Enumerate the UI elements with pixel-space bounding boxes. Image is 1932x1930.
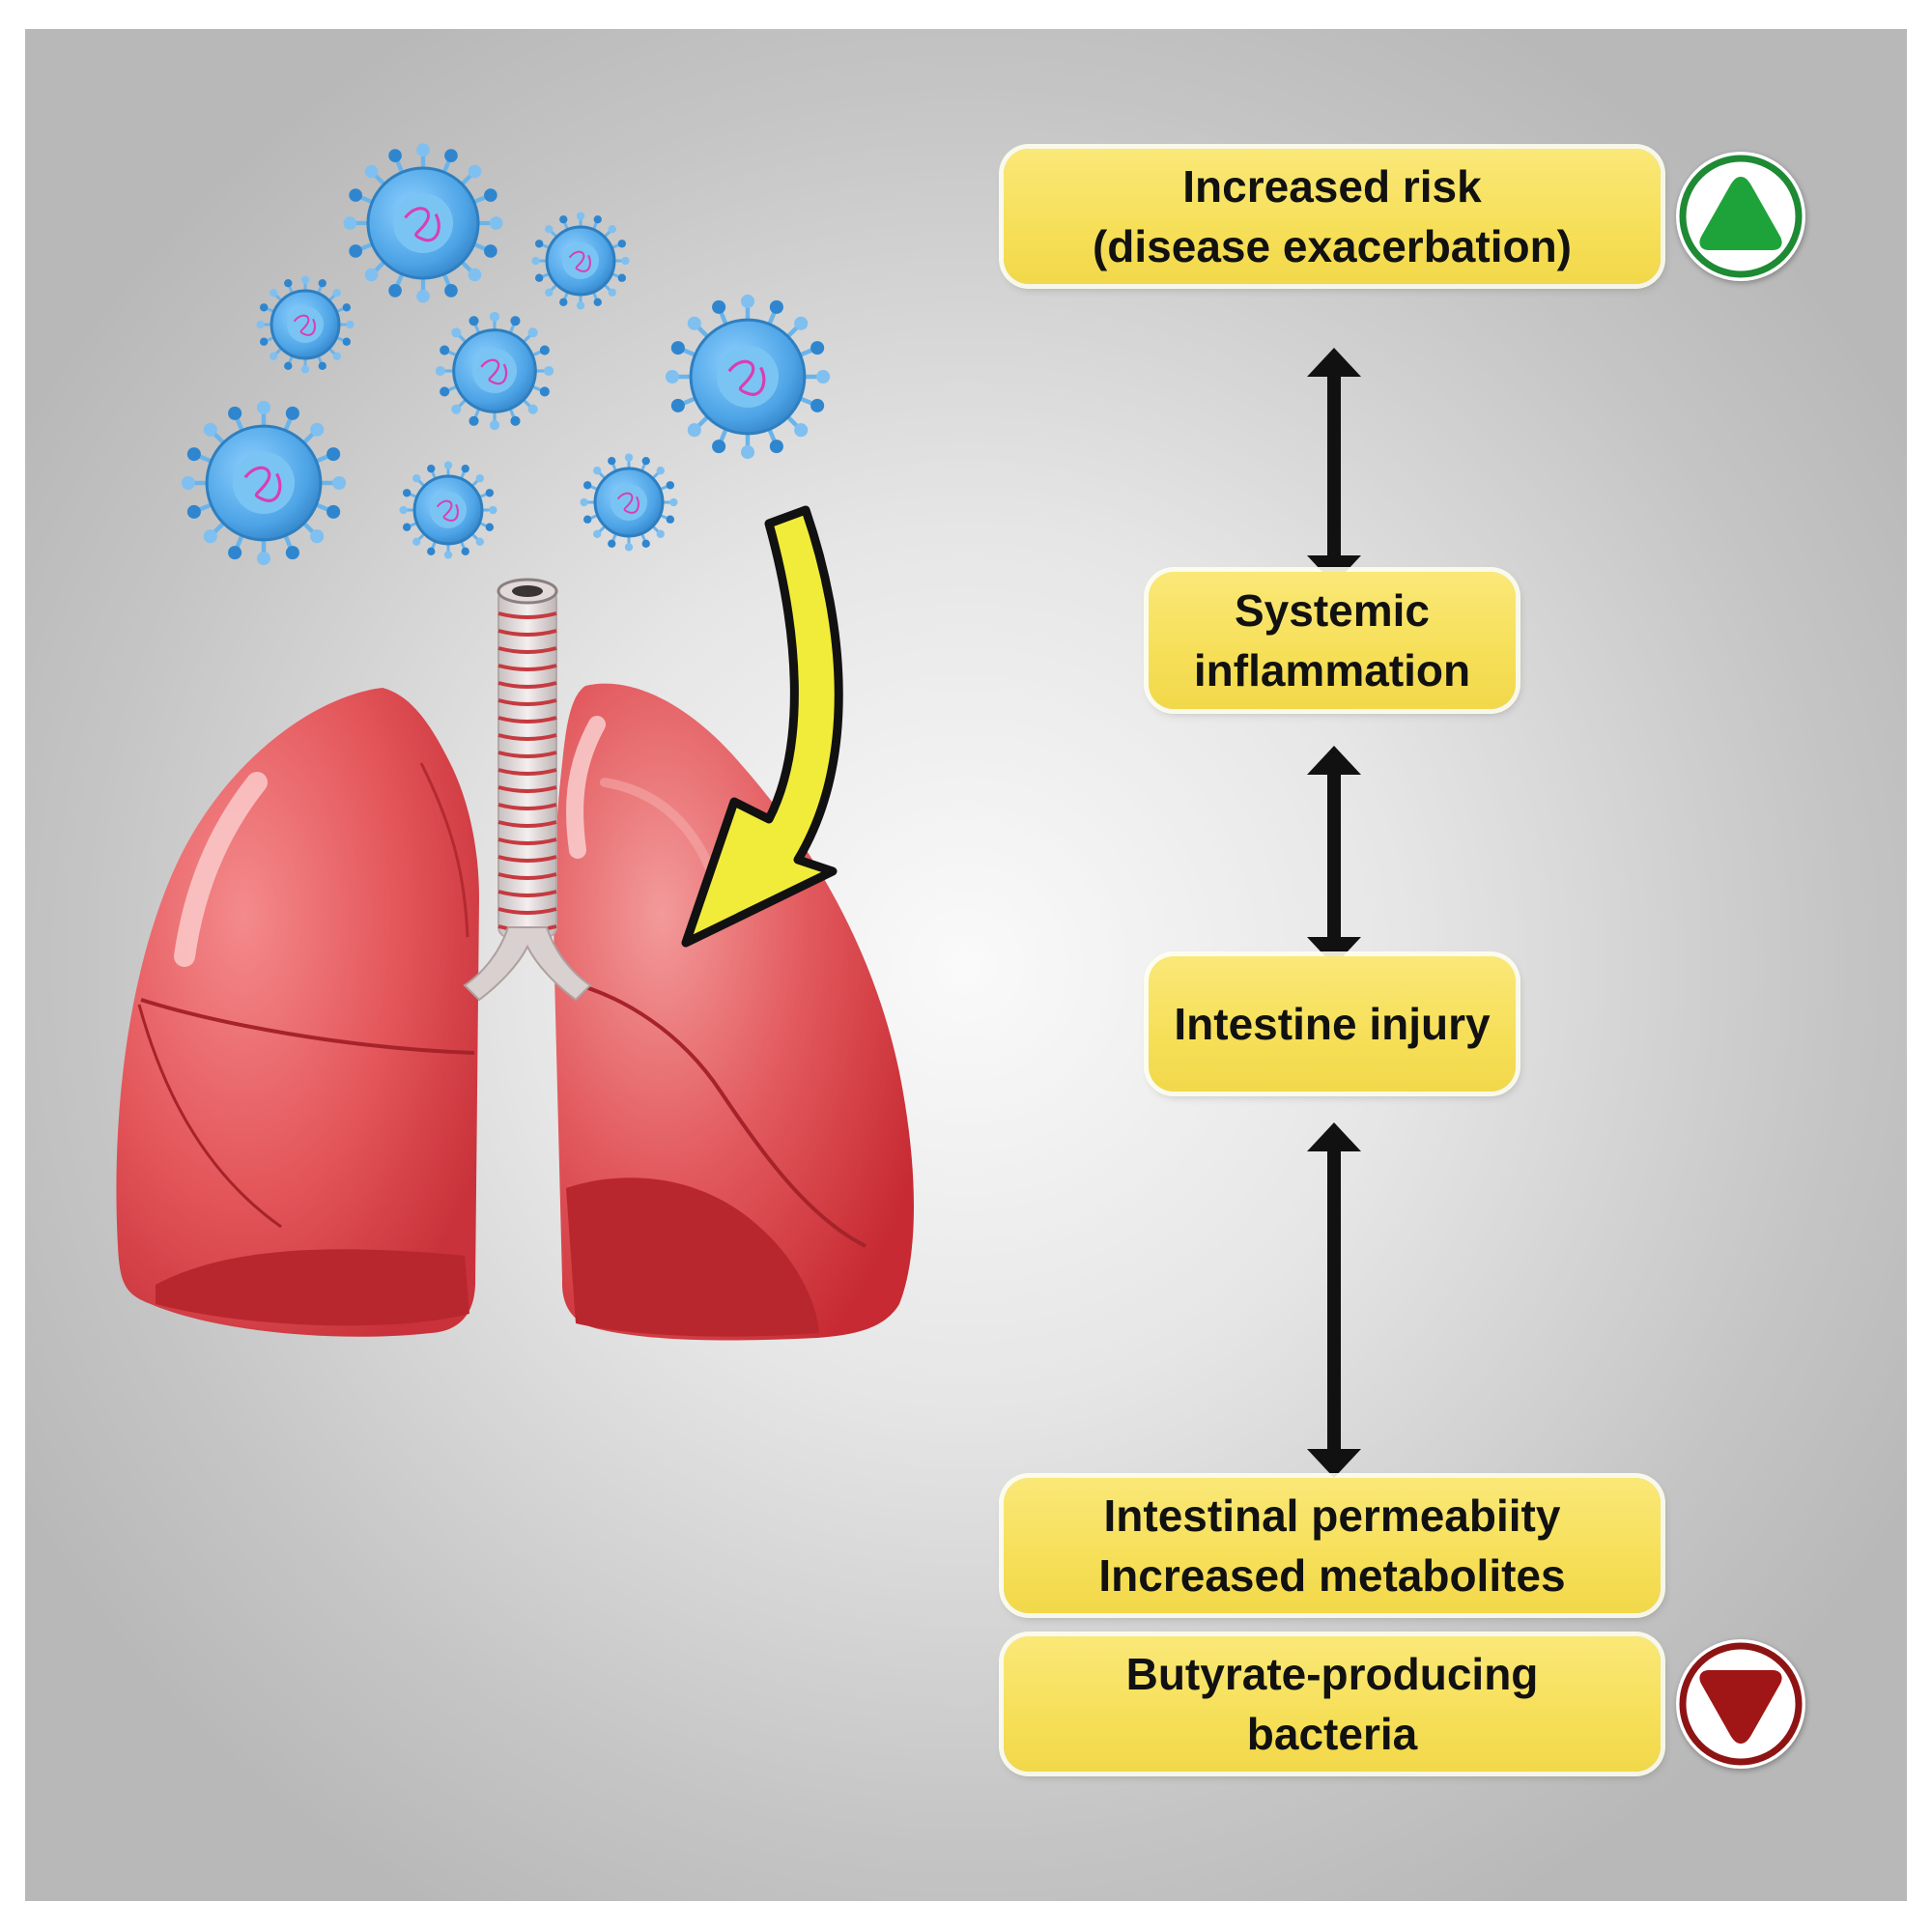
trachea-ring — [497, 664, 557, 671]
systemic-inflammation-line1: Systemic — [1234, 585, 1430, 636]
double-arrow-inflammation-injury — [1307, 746, 1361, 966]
virus-group — [181, 143, 831, 566]
intestine-injury-box: Intestine injury — [1149, 956, 1516, 1092]
trachea-ring — [497, 907, 557, 915]
virus-icon — [399, 461, 497, 559]
systemic-inflammation-line2: inflammation — [1193, 645, 1471, 695]
butyrate-line1: Butyrate-producing — [1125, 1649, 1539, 1699]
lungs-icon — [116, 578, 914, 1341]
virus-icon — [256, 275, 355, 374]
trachea-ring — [497, 872, 557, 880]
trachea-ring — [497, 820, 557, 828]
virus-icon — [435, 311, 554, 431]
trachea-ring — [497, 751, 557, 758]
right-lung — [554, 683, 914, 1341]
trachea-ring — [497, 803, 557, 810]
left-lung — [116, 688, 479, 1337]
decrease-indicator-icon — [1676, 1639, 1805, 1769]
infection-arrow — [681, 505, 843, 948]
trachea-ring — [497, 698, 557, 706]
virus-icon — [580, 453, 678, 552]
trachea-ring — [497, 716, 557, 724]
intestinal-permeability-box: Intestinal permeabiity Increased metabol… — [1004, 1478, 1661, 1613]
systemic-inflammation-box: Systemic inflammation — [1149, 572, 1516, 709]
trachea-ring — [497, 629, 557, 637]
diagram-artwork — [116, 143, 1361, 1478]
trachea-ring — [497, 733, 557, 741]
trachea-icon — [463, 578, 592, 1002]
virus-icon — [531, 212, 630, 310]
trachea-ring — [497, 785, 557, 793]
trachea-ring — [497, 855, 557, 863]
virus-icon — [343, 143, 503, 303]
trachea-ring — [497, 611, 557, 619]
virus-icon — [181, 400, 347, 566]
butyrate-line2: bacteria — [1246, 1709, 1418, 1759]
virus-icon — [665, 294, 831, 460]
double-arrow-injury-permeability — [1307, 1122, 1361, 1478]
increased-risk-box: Increased risk (disease exacerbation) — [1004, 149, 1661, 284]
increased-risk-line1: Increased risk — [1182, 161, 1482, 212]
intestine-injury-line1: Intestine injury — [1174, 999, 1491, 1049]
butyrate-bacteria-box: Butyrate-producing bacteria — [1004, 1636, 1661, 1772]
trachea-ring — [497, 890, 557, 897]
increase-indicator-icon — [1676, 152, 1805, 281]
trachea-ring — [497, 646, 557, 654]
trachea-ring — [497, 837, 557, 845]
trachea-ring — [497, 768, 557, 776]
diagram-panel: Increased risk (disease exacerbation) Sy… — [25, 29, 1907, 1901]
double-arrow-risk-inflammation — [1307, 348, 1361, 584]
permeability-line2: Increased metabolites — [1098, 1550, 1566, 1601]
trachea-ring — [497, 681, 557, 689]
increased-risk-line2: (disease exacerbation) — [1092, 221, 1572, 271]
permeability-line1: Intestinal permeabiity — [1103, 1490, 1561, 1541]
